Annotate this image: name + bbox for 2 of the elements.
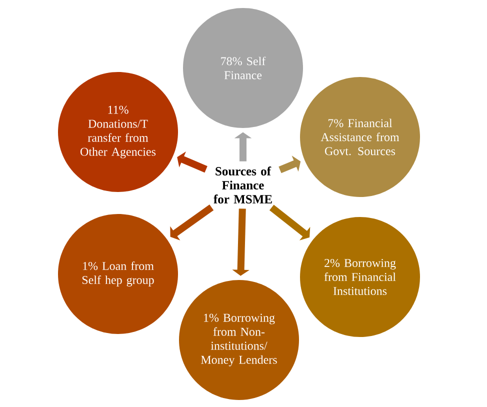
block-arrow	[170, 204, 214, 240]
center-title: Sources of Finance for MSME	[214, 166, 272, 204]
